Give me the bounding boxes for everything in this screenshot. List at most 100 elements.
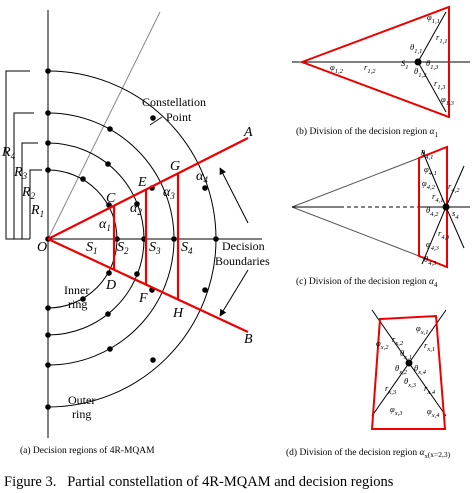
c-line-upper <box>421 149 447 208</box>
label-D: D <box>105 278 116 293</box>
decision-arrow-down <box>219 269 249 317</box>
caption-panel-c: (c) Division of the decision region α4 <box>296 276 438 289</box>
decision-arrow-up <box>219 167 249 224</box>
b-phi11: φ1,1 <box>427 12 440 25</box>
d-rx2: rx,2 <box>392 334 404 347</box>
constellation-points <box>45 68 219 410</box>
constellation-point <box>134 271 140 277</box>
b-r11: r1,1 <box>436 32 447 45</box>
label-S2: S2 <box>117 240 129 256</box>
panel-b: φ1,1 φ1,2 φ1,3 r1,1 r1,2 r1,3 θ1,1 θ1,2 … <box>292 5 470 139</box>
label-constellation-line2: Point <box>166 110 192 124</box>
figure-caption: Figure 3. Partial constellation of 4R-MQ… <box>4 474 394 490</box>
constellation-pointer <box>149 116 163 126</box>
b-phi13: φ1,3 <box>441 94 455 107</box>
boundary-line-OB <box>47 238 249 333</box>
boundary-line-OA <box>47 137 249 240</box>
label-alpha2: α2 <box>130 201 142 217</box>
label-S3: S3 <box>149 240 161 256</box>
constellation-point <box>45 167 51 173</box>
d-rx3: rx,3 <box>385 383 397 396</box>
d-phix4: φx,4 <box>427 406 440 419</box>
constellation-point <box>80 176 86 182</box>
label-H: H <box>172 306 184 321</box>
constellation-point <box>114 236 120 242</box>
label-R1: R1 <box>30 203 44 219</box>
label-F: F <box>138 291 148 306</box>
c-phi42: φ4,2 <box>422 178 436 191</box>
constellation-point <box>45 68 51 74</box>
c-th41: θ4,1 <box>421 148 433 161</box>
d-phix3: φx,3 <box>390 404 403 417</box>
d-thx1: θx,1 <box>400 348 412 361</box>
label-S1: S1 <box>86 240 98 256</box>
label-alpha4: α4 <box>196 169 208 185</box>
c-th42: θ4,2 <box>426 205 439 218</box>
b-th13: θ1,3 <box>426 58 439 71</box>
b-th12: θ1,2 <box>414 66 427 79</box>
constellation-point <box>107 126 113 132</box>
label-outer-line1: Outer <box>68 393 95 407</box>
b-th11: θ1,1 <box>410 42 422 55</box>
caption-panel-d: (d) Division of the decision region αx(x… <box>286 447 451 460</box>
label-inner-line2: ring <box>68 297 87 311</box>
b-s1: S1 <box>401 58 409 71</box>
constellation-point <box>171 236 177 242</box>
label-decision-line1: Decision <box>222 239 265 253</box>
c-s4: s4 <box>452 208 459 221</box>
c-center-point <box>442 203 450 211</box>
b-line-upper <box>417 11 447 63</box>
label-inner-line1: Inner <box>64 283 89 297</box>
constellation-point <box>45 140 51 146</box>
label-decision-line2: Boundaries <box>215 254 270 268</box>
c-r43: r4,3 <box>438 228 450 241</box>
radius-brackets <box>5 70 42 240</box>
constellation-point <box>106 270 112 276</box>
b-line-lower <box>417 61 447 113</box>
c-line-upper-ext <box>445 165 465 208</box>
label-R3: R3 <box>13 165 28 181</box>
label-A: A <box>243 125 253 140</box>
d-phix2: φx,2 <box>376 338 389 351</box>
label-R2: R2 <box>21 185 36 201</box>
constellation-point <box>105 311 111 317</box>
panel-c: θ4,1 φ4,1 φ4,2 r4,2 r4,1 θ4,2 s4 r4,3 φ4… <box>291 145 470 289</box>
caption-panel-b: (b) Division of the decision region α1 <box>296 126 439 139</box>
c-red-region <box>418 145 448 269</box>
c-phi41: φ4,1 <box>424 164 437 177</box>
constellation-point <box>202 287 208 293</box>
d-rx4: rx,4 <box>424 383 436 396</box>
d-thx3: θx,3 <box>404 376 417 389</box>
c-phi43: φ4,3 <box>426 239 440 252</box>
label-R4: R4 <box>1 145 16 161</box>
constellation-point <box>45 110 51 116</box>
b-red-triangle <box>299 5 450 119</box>
constellation-point <box>150 357 156 363</box>
c-th43: θ4,3 <box>424 254 437 267</box>
c-line-lower <box>421 206 447 265</box>
diagonal-gray-line <box>47 11 161 240</box>
d-thx4: θx,4 <box>414 363 427 376</box>
d-center-point <box>405 359 413 367</box>
bracket-R1 <box>29 169 42 239</box>
label-constellation-line1: Constellation <box>142 95 206 109</box>
bracket-R2 <box>21 142 38 239</box>
label-S4: S4 <box>181 240 193 256</box>
label-outer-line2: ring <box>72 407 91 421</box>
c-line-left-upper <box>291 157 420 208</box>
label-C: C <box>106 191 116 206</box>
c-line-lower-ext <box>445 206 465 249</box>
label-G: G <box>170 159 180 174</box>
bracket-R3 <box>13 112 34 239</box>
b-r12: r1,2 <box>364 62 376 75</box>
b-center-point <box>414 58 422 66</box>
b-r13: r1,3 <box>434 78 446 91</box>
panel-a: O A B C D E F G H S1 S2 S3 S4 α1 α2 α3 α… <box>1 10 270 456</box>
d-thx2: θx,2 <box>395 363 408 376</box>
label-alpha1: α1 <box>99 217 111 233</box>
c-r41: r4,1 <box>432 191 443 204</box>
decision-boundaries <box>47 137 249 333</box>
b-phi12: φ1,2 <box>330 62 344 75</box>
constellation-point <box>45 332 51 338</box>
